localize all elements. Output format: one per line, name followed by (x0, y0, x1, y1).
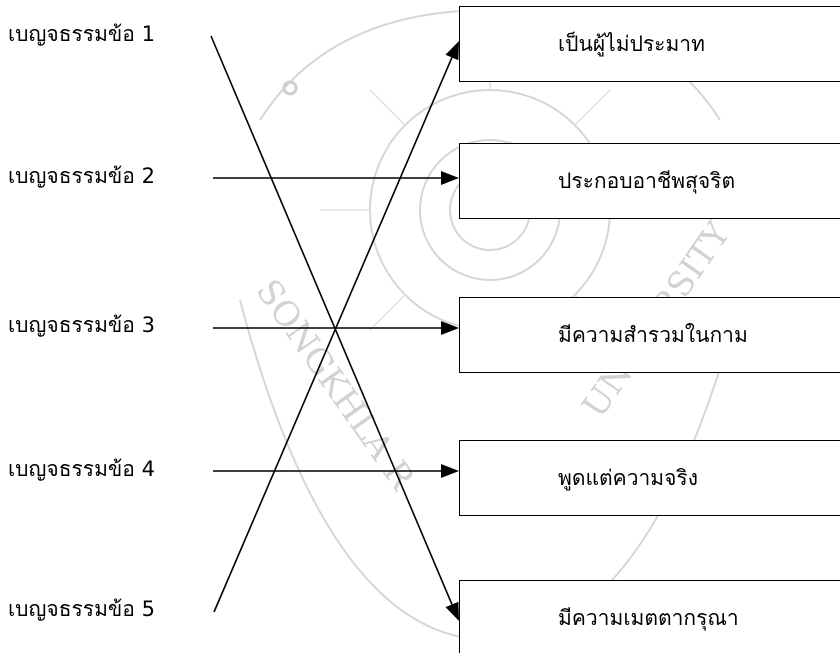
right-box-5: มีความเมตตากรุณา (459, 580, 840, 653)
right-item-4: พูดแต่ความจริง (558, 466, 698, 490)
arrowhead-4-to-4 (441, 464, 459, 478)
right-box-2: ประกอบอาชีพสุจริต (459, 143, 840, 219)
left-item-3: เบญจธรรมข้อ 3 (8, 313, 155, 337)
arrowhead-3-to-3 (441, 321, 459, 335)
arrowhead-2-to-2 (441, 171, 459, 185)
left-item-5: เบญจธรรมข้อ 5 (8, 597, 155, 621)
left-item-1: เบญจธรรมข้อ 1 (8, 22, 155, 46)
left-item-2: เบญจธรรมข้อ 2 (8, 164, 155, 188)
right-box-4: พูดแต่ความจริง (459, 440, 840, 516)
right-item-5: มีความเมตตากรุณา (558, 606, 739, 630)
left-item-4: เบญจธรรมข้อ 4 (8, 457, 155, 481)
right-item-3: มีความสำรวมในกาม (558, 323, 748, 347)
arrowhead-1-to-5 (445, 601, 459, 621)
right-item-2: ประกอบอาชีพสุจริต (558, 169, 736, 193)
right-item-1: เป็นผู้ไม่ประมาท (558, 32, 705, 56)
arrowhead-5-to-1 (445, 41, 459, 61)
connector-1-to-5 (210, 35, 453, 605)
connector-5-to-1 (213, 57, 453, 613)
right-box-3: มีความสำรวมในกาม (459, 297, 840, 373)
right-box-1: เป็นผู้ไม่ประมาท (459, 6, 840, 82)
